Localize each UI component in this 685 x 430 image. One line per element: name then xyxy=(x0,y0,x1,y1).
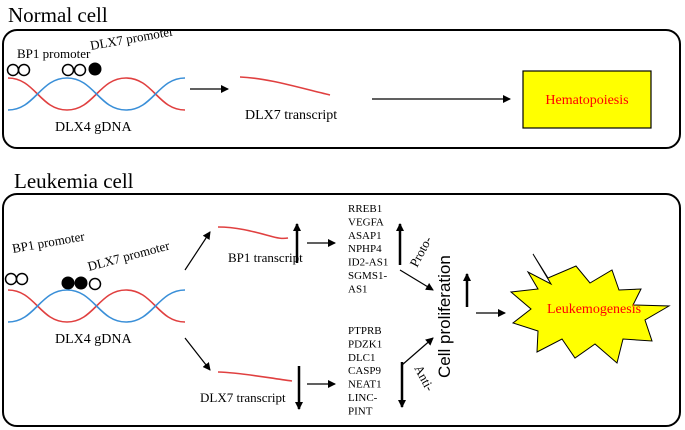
methylated-site-icon xyxy=(88,62,102,76)
hematopoiesis-label: Hematopoiesis xyxy=(545,93,628,108)
leukemia-bp1-promoter-label: BP1 promoter xyxy=(11,228,86,256)
gene-label: ID2-AS1 xyxy=(348,257,388,269)
gene-label: PDZK1 xyxy=(348,338,382,350)
dlx7-transcript-label: DLX7 transcript xyxy=(200,390,286,405)
normal-cell-title: Normal cell xyxy=(8,3,108,27)
gene-label: PINT xyxy=(348,405,373,417)
bp1-transcript-label: BP1 transcript xyxy=(228,250,303,265)
dna-strand-blue xyxy=(7,289,186,323)
leukemia-cell-panel xyxy=(2,193,681,427)
bp1-promoter-site-icon xyxy=(6,63,20,77)
gene-label: SGMS1- xyxy=(348,270,387,282)
dlx7-promoter-site-icon xyxy=(61,63,75,77)
normal-gdna-label: DLX4 gDNA xyxy=(55,120,132,135)
gene-label: ASAP1 xyxy=(348,230,382,242)
leukemogenesis-star xyxy=(509,253,671,364)
gene-label: PTPRB xyxy=(348,325,382,337)
normal-transcript-label: DLX7 transcript xyxy=(245,108,337,123)
normal-dlx7-promoter-label: DLX7 promoter xyxy=(89,23,175,52)
gene-label: RREB1 xyxy=(348,203,382,215)
arrow-to-bp1-transcript xyxy=(184,231,211,271)
dlx7-promoter-site-icon xyxy=(73,63,87,77)
leukemia-dlx7-promoter-label: DLX7 promoter xyxy=(86,237,172,273)
leukemia-gdna-label: DLX4 gDNA xyxy=(55,332,132,347)
bp1-promoter-site-icon xyxy=(17,63,31,77)
proto-label: Proto- xyxy=(406,234,435,270)
gene-label: DLC1 xyxy=(348,352,376,364)
normal-cell-panel xyxy=(2,29,681,149)
anti-to-proliferation-arrow xyxy=(401,337,434,366)
normal-transcript-line xyxy=(239,76,331,96)
dna-strand-blue xyxy=(7,77,186,111)
anti-label: Anti- xyxy=(411,362,437,393)
methylated-site-icon xyxy=(74,276,88,290)
dlx7-transcript-line xyxy=(217,371,293,382)
arrow-to-dlx7-transcript xyxy=(184,337,211,371)
cell-proliferation-label: Cell proliferation xyxy=(435,255,454,378)
gene-label: NPHP4 xyxy=(348,243,382,255)
gene-label: VEGFA xyxy=(348,216,384,228)
dlx7-promoter-site-icon xyxy=(88,277,102,291)
bp1-promoter-site-icon xyxy=(15,272,29,286)
gene-label: NEAT1 xyxy=(348,379,382,391)
gene-label: LINC- xyxy=(348,392,378,404)
leukemogenesis-label: Leukemogenesis xyxy=(547,302,641,317)
gene-label: AS1 xyxy=(348,283,368,295)
normal-bp1-promoter-label: BP1 promoter xyxy=(17,46,91,61)
hematopoiesis-box xyxy=(522,70,652,129)
gene-label: CASP9 xyxy=(348,365,382,377)
methylated-site-icon xyxy=(61,276,75,290)
leukemia-cell-title: Leukemia cell xyxy=(14,169,134,193)
bp1-promoter-site-icon xyxy=(4,272,18,286)
proto-to-proliferation-arrow xyxy=(399,269,434,291)
bp1-transcript-line xyxy=(217,226,289,240)
